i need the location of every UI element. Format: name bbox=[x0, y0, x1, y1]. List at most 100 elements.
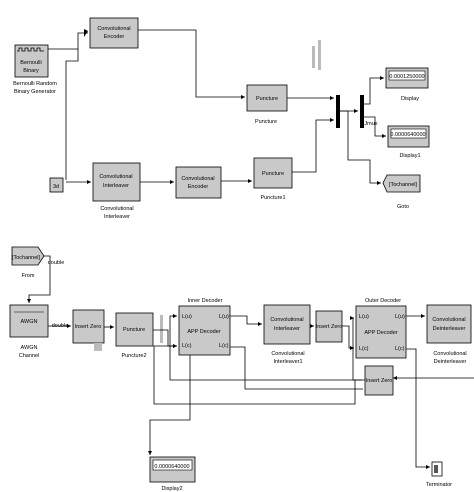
separator-mark-3 bbox=[160, 315, 163, 343]
deinterleaver-label-1: Convolutional bbox=[432, 317, 465, 323]
insert-zero2-block[interactable]: Insert Zero bbox=[315, 310, 343, 343]
bernoulli-caption-1: Bernoulli Random bbox=[13, 81, 57, 87]
wire-bern-enc bbox=[48, 32, 88, 50]
deinterleaver-block[interactable]: Convolutional Deinterleaver bbox=[426, 304, 472, 344]
grey-mark bbox=[94, 343, 102, 351]
bernoulli-label-1: Bernoulli bbox=[20, 60, 41, 66]
mux-bar[interactable] bbox=[336, 95, 340, 128]
terminator-block[interactable] bbox=[431, 461, 443, 477]
wire-bern-branch bbox=[65, 49, 79, 180]
outer-decoder-title: Outer Decoder bbox=[365, 298, 401, 304]
outer-port-lu-in: L(u) bbox=[359, 314, 369, 320]
conv-encoder-mid-block[interactable]: Convolutional Encoder bbox=[175, 166, 222, 199]
display1-block[interactable]: 0.0000640000 bbox=[387, 125, 430, 148]
deinterleaver-caption-1: Convolutional bbox=[433, 351, 466, 357]
wire-iz2-outer bbox=[342, 325, 354, 349]
display-top-value: 0.0001250000 bbox=[389, 74, 424, 80]
deinterleaver-label-2: Deinterleaver bbox=[433, 326, 466, 332]
inner-port-lc-out: L(c) bbox=[219, 343, 229, 349]
interleaver1-label-1: Convolutional bbox=[270, 317, 303, 323]
puncture2-block[interactable]: Puncture bbox=[115, 312, 154, 347]
goto-block[interactable]: [Tochannel] bbox=[382, 174, 421, 193]
wire-inner-intl bbox=[230, 315, 262, 325]
separator-mark-2 bbox=[318, 40, 321, 70]
conv-interleaver-label-2: Interleaver bbox=[103, 183, 129, 189]
interleaver1-caption-1: Convolutional bbox=[271, 351, 304, 357]
outer-port-lc-out: L(c) bbox=[395, 346, 405, 352]
constant-3d-label: 3d bbox=[53, 184, 59, 190]
wire-inner-lc bbox=[230, 346, 363, 390]
puncture1-caption: Puncture1 bbox=[260, 195, 285, 201]
display2-value: 0.0000640000 bbox=[154, 464, 189, 470]
insert-zero1-block[interactable]: Insert Zero bbox=[72, 309, 105, 344]
from-label: [Tochannel] bbox=[12, 255, 41, 261]
wire-demux-disp bbox=[364, 77, 384, 105]
conv-interleaver-block[interactable]: Convolutional Interleaver bbox=[92, 162, 141, 202]
bernoulli-label-2: Binary bbox=[23, 68, 39, 74]
terminator-caption: Terminator bbox=[426, 482, 452, 488]
arrowheads-top bbox=[84, 29, 386, 185]
interleaver1-label-2: Interleaver bbox=[274, 326, 300, 332]
interleaver1-caption-2: Interleaver1 bbox=[273, 359, 302, 365]
wire-to-goto bbox=[340, 110, 381, 184]
wire-outer-term bbox=[406, 348, 430, 468]
puncture2-label: Puncture bbox=[123, 327, 145, 333]
insert-zero1-label: Insert Zero bbox=[75, 324, 102, 330]
from-block[interactable]: [Tochannel] bbox=[11, 246, 45, 266]
wire-to-display2 bbox=[149, 355, 191, 455]
inner-port-lu-out: L(u) bbox=[219, 314, 229, 320]
jmux-label: Jmux bbox=[364, 121, 377, 127]
insert-zero2-label: Insert Zero bbox=[316, 324, 343, 330]
bernoulli-generator-block[interactable]: Bernoulli Binary bbox=[14, 44, 49, 78]
wire-punc1-mux bbox=[292, 119, 334, 173]
puncture-top-label: Puncture bbox=[256, 96, 278, 102]
inner-decoder-label: APP Decoder bbox=[187, 329, 220, 335]
inner-port-lu-in: L(u) bbox=[182, 314, 192, 320]
insert-zero3-block[interactable]: Insert Zero bbox=[364, 365, 394, 396]
conv-encoder-top-label-2: Encoder bbox=[104, 34, 125, 40]
constant-3d-block[interactable]: 3d bbox=[49, 177, 64, 193]
display-top-block[interactable]: 0.0001250000 bbox=[385, 67, 429, 89]
display1-value: 0.0000640000 bbox=[390, 132, 425, 138]
conv-encoder-mid-label-2: Encoder bbox=[188, 184, 209, 190]
arrowheads-bottom bbox=[27, 299, 430, 469]
outer-port-lc-in: L(c) bbox=[359, 346, 369, 352]
awgn-caption-2: Channel bbox=[19, 353, 40, 359]
puncture-top-block[interactable]: Puncture bbox=[246, 84, 288, 112]
wire-enc-punc bbox=[138, 29, 245, 98]
goto-label: [Tochannel] bbox=[389, 182, 418, 188]
bernoulli-caption-2: Binary Generator bbox=[14, 89, 56, 95]
wire-demux-disp1 bbox=[364, 116, 386, 137]
goto-caption: Goto bbox=[397, 204, 409, 210]
inner-decoder-block[interactable]: APP Decoder L(u) L(c) L(u) L(c) bbox=[178, 305, 231, 356]
display2-caption: Display2 bbox=[161, 486, 182, 492]
outer-decoder-block[interactable]: APP Decoder L(u) L(c) L(u) L(c) bbox=[355, 305, 407, 359]
separator-mark bbox=[312, 46, 315, 68]
puncture2-caption: Puncture2 bbox=[121, 353, 146, 359]
conv-encoder-mid-label-1: Convolutional bbox=[181, 176, 214, 182]
deinterleaver-caption-2: Deinterleaver bbox=[434, 359, 467, 365]
awgn-caption-1: AWGN bbox=[21, 345, 38, 351]
conv-interleaver-label-1: Convolutional bbox=[99, 174, 132, 180]
display1-caption: Display1 bbox=[399, 153, 420, 159]
demux-bar[interactable] bbox=[360, 95, 364, 128]
puncture1-label: Puncture bbox=[262, 171, 284, 177]
awgn-block[interactable]: AWGN bbox=[9, 304, 49, 338]
conv-interleaver-caption-1: Convolutional bbox=[100, 206, 133, 212]
interleaver1-block[interactable]: Convolutional Interleaver bbox=[263, 304, 311, 345]
awgn-label: AWGN bbox=[21, 319, 38, 325]
display2-block[interactable]: 0.0000640000 bbox=[149, 456, 196, 483]
puncture1-block[interactable]: Puncture bbox=[253, 157, 293, 189]
from-caption: From bbox=[22, 273, 35, 279]
puncture-top-caption: Puncture bbox=[255, 119, 277, 125]
wire-from-awgn bbox=[28, 255, 51, 303]
inner-decoder-title: Inner Decoder bbox=[188, 298, 223, 304]
signal-label-from: double bbox=[48, 260, 65, 266]
outer-decoder-label: APP Decoder bbox=[364, 330, 397, 336]
wire-loop-bottom bbox=[153, 345, 356, 405]
outer-port-lu-out: L(u) bbox=[395, 314, 405, 320]
conv-encoder-top-label-1: Convolutional bbox=[97, 26, 130, 32]
conv-encoder-top-block[interactable]: Convolutional Encoder bbox=[89, 17, 139, 49]
inner-port-lc-in: L(c) bbox=[182, 343, 192, 349]
